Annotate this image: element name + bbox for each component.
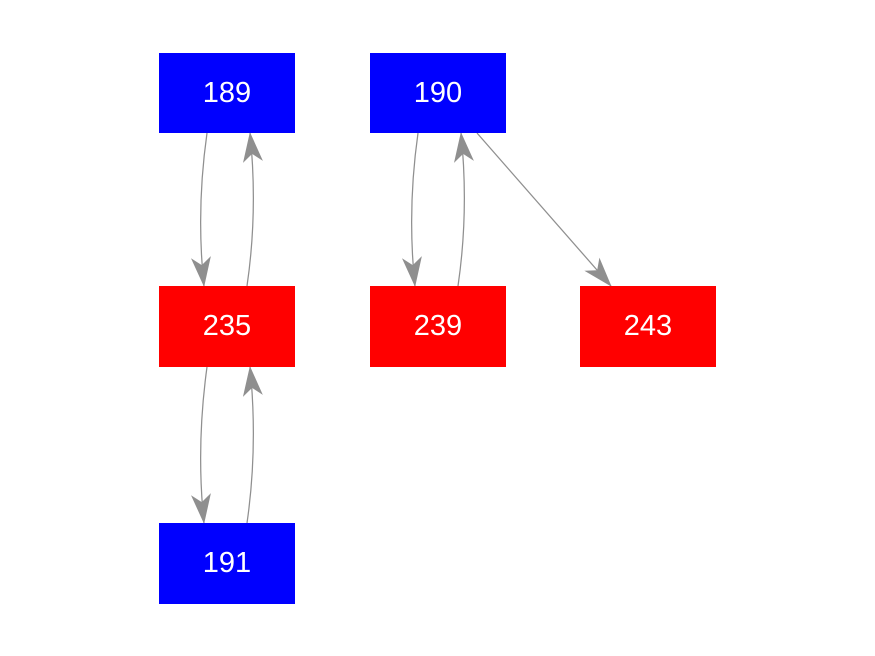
node-191[interactable]: 191 <box>159 523 295 604</box>
node-239-label: 239 <box>413 310 463 342</box>
node-190-label: 190 <box>413 76 463 109</box>
node-191-label: 191 <box>202 547 252 579</box>
node-189-label: 189 <box>202 76 252 109</box>
node-189[interactable]: 189 <box>159 53 295 133</box>
node-239[interactable]: 239 <box>370 286 506 367</box>
node-190[interactable]: 190 <box>370 53 506 133</box>
node-243-label: 243 <box>623 310 673 342</box>
node-243[interactable]: 243 <box>580 286 716 367</box>
node-235-label: 235 <box>202 310 252 342</box>
edge-191-to-235 <box>242 366 263 524</box>
edge-190-to-243 <box>476 132 612 287</box>
node-235[interactable]: 235 <box>159 286 295 367</box>
edge-189-to-235 <box>190 132 211 287</box>
edge-190-to-239 <box>401 132 422 287</box>
edge-235-to-189 <box>243 132 263 287</box>
edge-239-to-190 <box>454 132 474 287</box>
edge-235-to-191 <box>191 366 211 524</box>
